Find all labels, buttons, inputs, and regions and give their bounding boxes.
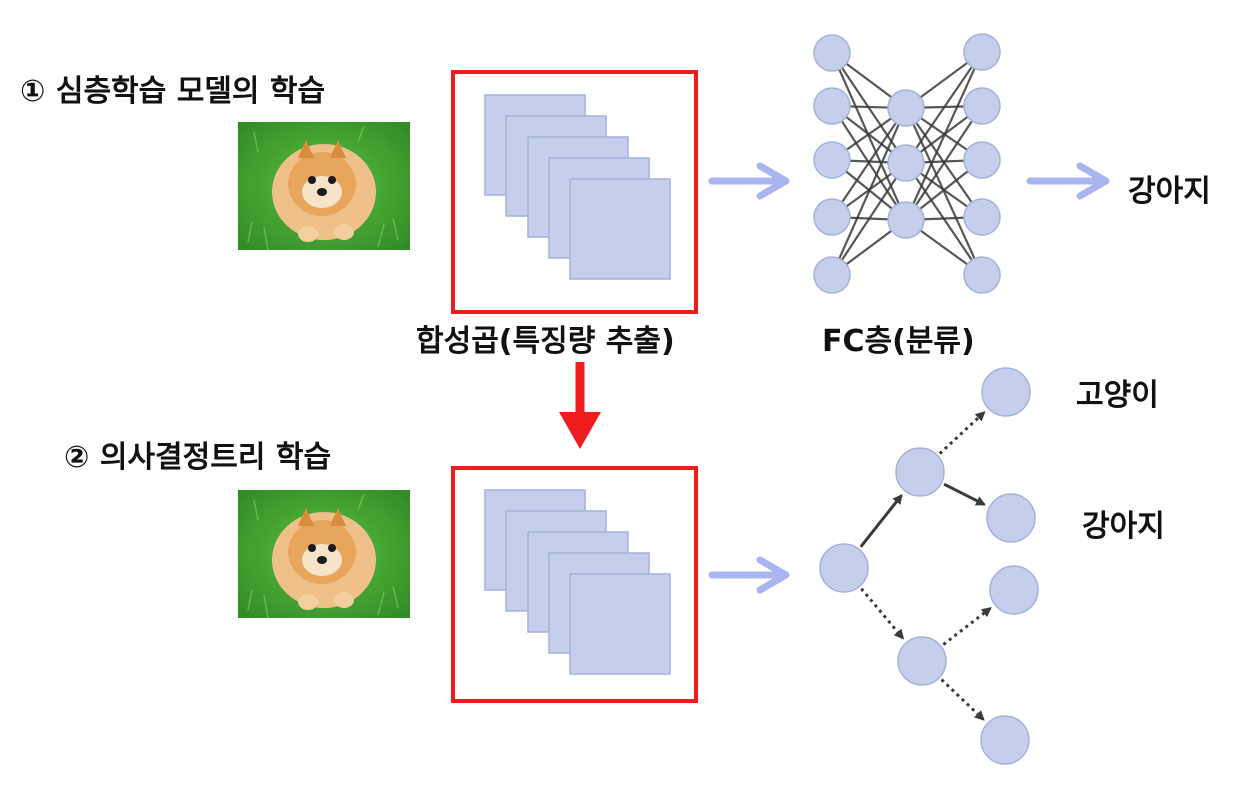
- fc-edge: [904, 107, 984, 276]
- fc-edge: [905, 51, 983, 164]
- tree-node: [989, 565, 1039, 615]
- tree-edge-solid: [859, 493, 903, 548]
- conv-label: 합성곱(특징량 추출): [416, 324, 675, 359]
- tree-nodes: [819, 367, 1039, 765]
- tree-node: [897, 636, 947, 686]
- fc-node: [887, 201, 925, 239]
- feature-maps-bottom: [484, 489, 671, 675]
- tree-edge-solid: [943, 482, 987, 506]
- feature-maps-top: [484, 94, 671, 280]
- dog-photo-1: [238, 122, 410, 250]
- conv-frame-bottom: [451, 466, 698, 703]
- step1-title: ① 심층학습 모델의 학습: [20, 74, 326, 109]
- arrow-conv-to-tree-icon: [708, 556, 790, 594]
- step2-title: ② 의사결정트리 학습: [64, 440, 332, 475]
- fc-node: [813, 198, 851, 236]
- tree-edges: [859, 411, 992, 721]
- fc-edge: [904, 51, 984, 221]
- arrow-fc-to-output-icon: [1026, 162, 1110, 200]
- tree-node: [981, 367, 1031, 417]
- tree-edge-dotted: [940, 678, 985, 721]
- fc-node: [963, 198, 1001, 236]
- fc-node: [813, 87, 851, 125]
- fc-edge: [831, 162, 907, 276]
- fc-node: [813, 34, 851, 72]
- output-label-dog: 강아지: [1128, 174, 1211, 209]
- tree-node: [819, 543, 869, 593]
- fc-node: [887, 89, 925, 127]
- tree-edge-dotted: [860, 587, 905, 640]
- dog-image: [238, 122, 410, 250]
- tree-leaf-label-dog: 강아지: [1082, 509, 1165, 544]
- fc-edge: [905, 105, 983, 221]
- arrow-conv-to-fc-icon: [708, 162, 790, 200]
- tree-node: [980, 715, 1030, 765]
- red-down-arrow-icon: [559, 362, 601, 449]
- fc-edge: [830, 52, 908, 221]
- tree-node: [986, 493, 1036, 543]
- tree-edge-dotted: [938, 411, 986, 455]
- fc-node: [887, 144, 925, 182]
- fc-node: [813, 256, 851, 294]
- tree-edge-dotted: [942, 607, 992, 646]
- fc-node: [963, 141, 1001, 179]
- fc-node: [963, 87, 1001, 125]
- fc-label: FC층(분류): [822, 324, 975, 359]
- fc-node: [963, 256, 1001, 294]
- fc-node: [963, 33, 1001, 71]
- fc-edge: [830, 107, 908, 276]
- tree-leaf-label-cat: 고양이: [1076, 378, 1159, 413]
- dog-photo-2: [238, 490, 410, 618]
- dog-image: [238, 490, 410, 618]
- conv-frame-top: [451, 70, 698, 314]
- fc-nodes: [813, 33, 1001, 294]
- fc-edge: [831, 107, 907, 218]
- tree-node: [895, 447, 945, 497]
- fc-node: [813, 141, 851, 179]
